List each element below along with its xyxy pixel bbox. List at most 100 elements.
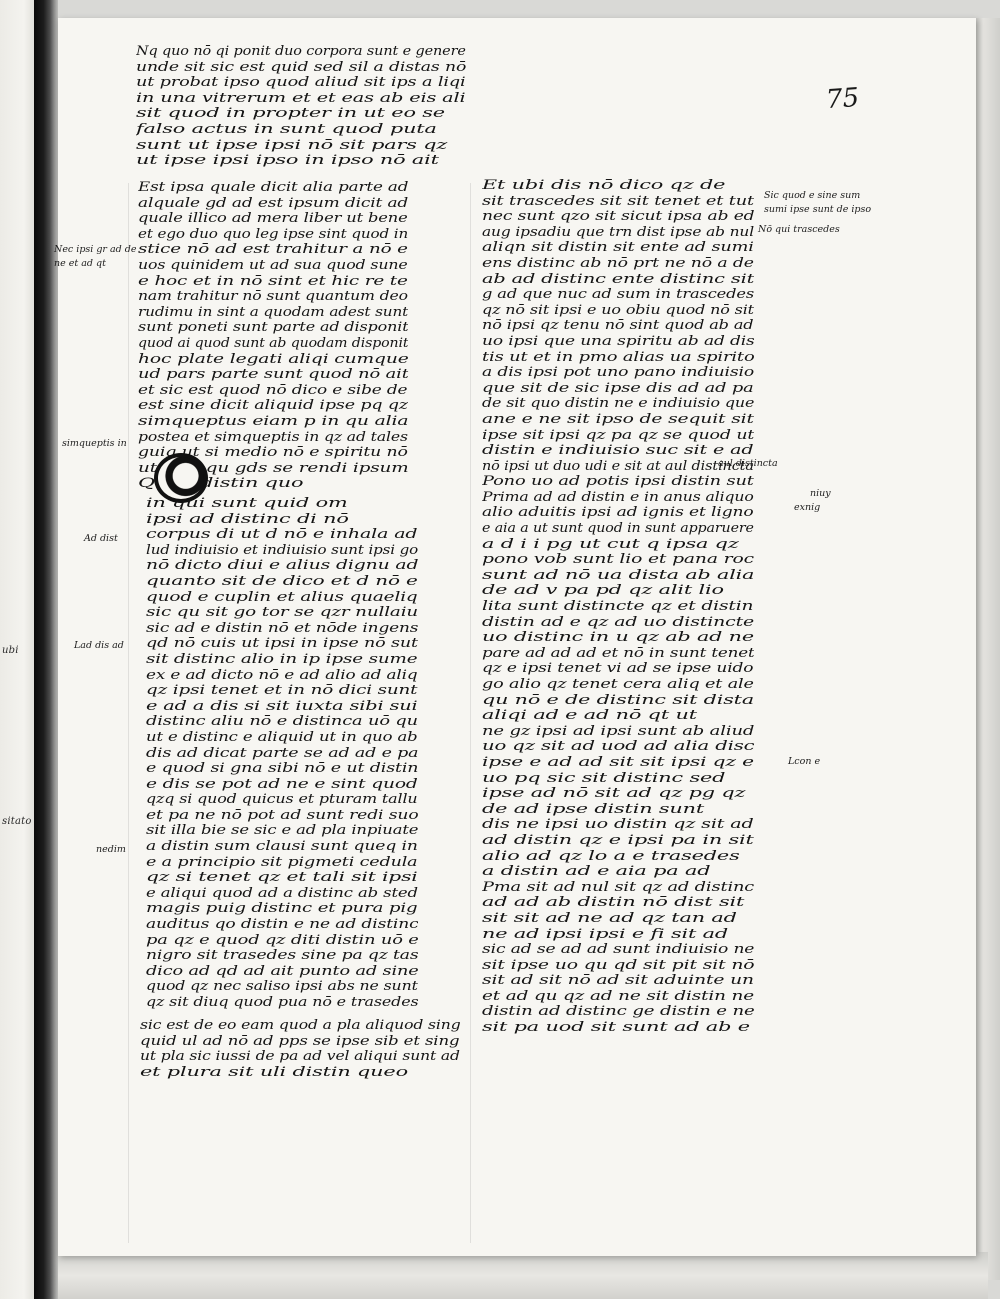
facing-page-edge: ubi sitato: [0, 0, 34, 1299]
manuscript-line: sic ad e distin nō et nōde ingens: [146, 620, 418, 636]
manuscript-line: quod qz nec saliso ipsi abs ne sunt: [146, 979, 418, 995]
manuscript-line: Pma sit ad nul sit qz ad distinc: [482, 879, 755, 895]
manuscript-line: alio ad qz lo a e trasedes: [482, 848, 740, 864]
manuscript-line: auditus qo distin e ne ad distinc: [146, 917, 418, 933]
manuscript-line: qz nō sit ipsi e uo obiu quod nō sit: [482, 302, 754, 318]
manuscript-line: ipse e ad ad sit sit ipsi qz e: [482, 754, 754, 770]
manuscript-line: sunt poneti sunt parte ad disponit: [138, 320, 408, 336]
margin-note: Ad dist: [84, 533, 118, 544]
manuscript-line: nigro sit trasedes sine pa qz tas: [146, 948, 418, 964]
manuscript-line: dis ne ipsi uo distin qz sit ad: [482, 817, 754, 833]
manuscript-page: 75 Nq quo nō qi ponit duo corpora sunt e…: [54, 18, 976, 1256]
manuscript-line: que sit de sic ipse dis ad ad pa: [482, 380, 754, 396]
manuscript-line: ut probat ipso quod aliud sit ips a liqi: [136, 75, 466, 91]
manuscript-line: ipsi ad distinc di nō: [146, 511, 349, 527]
manuscript-line: uo ipsi que una spiritu ab ad dis: [482, 333, 755, 349]
manuscript-line: Est ipsa quale dicit alia parte ad: [138, 180, 409, 195]
manuscript-line: Pono uo ad potis ipsi distin sut: [482, 474, 754, 490]
manuscript-line: Et ubi dis nō dico qz de: [482, 178, 726, 193]
margin-note: nedim: [96, 844, 126, 855]
manuscript-line: aug ipsadiu que trn dist ipse ab nul: [482, 224, 754, 240]
ruling-line: [128, 183, 129, 1243]
manuscript-line: magis puig distinc et pura pig: [146, 901, 418, 917]
manuscript-line: dico ad qd ad ait punto ad sine: [146, 963, 418, 979]
manuscript-line: tis ut et in pmo alias ua spirito: [482, 349, 755, 365]
manuscript-line: postea et simqueptis in qz ad tales: [138, 429, 408, 445]
manuscript-line: ane e ne sit ipso de sequit sit: [482, 411, 754, 427]
manuscript-line: simqueptus eiam p in qu alia: [138, 413, 409, 429]
manuscript-line: e a principio sit pigmeti cedula: [146, 854, 418, 870]
manuscript-line: ut pla sic iussi de pa ad vel aliqui sun…: [140, 1049, 460, 1065]
manuscript-line: ex e ad dicto nō e ad alio ad aliq: [146, 667, 418, 683]
manuscript-line: distin e indiuisio suc sit e ad: [482, 443, 754, 459]
margin-note: Nec ipsi gr ad de: [54, 244, 137, 255]
margin-note: exnig: [794, 502, 821, 513]
margin-note: ne et ad qt: [54, 258, 106, 269]
manuscript-line: alio aduitis ipsi ad ignis et ligno: [482, 505, 754, 521]
manuscript-line: uos quinidem ut ad sua quod sune: [138, 257, 408, 273]
ruling-line: [470, 183, 471, 1243]
manuscript-line: rudimu in sint a quodam adest sunt: [138, 304, 409, 320]
manuscript-line: g ad que nuc ad sum in trascedes: [482, 287, 755, 303]
manuscript-line: falso actus in sunt quod puta: [136, 121, 437, 137]
manuscript-line: sit illa bie se sic e ad pla inpiuate: [146, 823, 418, 839]
manuscript-line: Nq quo nō qi ponit duo corpora sunt e ge…: [136, 44, 466, 59]
manuscript-line: go alio qz tenet cera aliq et ale: [482, 677, 754, 692]
margin-note: Sic quod e sine sum: [764, 190, 861, 201]
manuscript-line: et pa ne nō pot ad sunt redi suo: [146, 807, 418, 823]
decorated-initial: Q: [154, 453, 208, 503]
manuscript-line: nam trahitur nō sunt quantum deo: [138, 289, 408, 305]
manuscript-line: a distin ad e aia pa ad: [482, 864, 711, 880]
margin-note: Lcon e: [788, 756, 821, 767]
margin-note: simqueptis in: [62, 438, 127, 449]
manuscript-line: qd nō cuis ut ipsi in ipse nō sut: [146, 636, 418, 652]
manuscript-line: distinc aliu nō e distinca uō qu: [146, 714, 418, 730]
manuscript-line: pa qz e quod qz diti distin uō e: [146, 932, 419, 948]
manuscript-line: e hoc et in nō sint et hic re te: [138, 273, 408, 289]
manuscript-line: quod ai quod sunt ab quodam disponit: [138, 335, 408, 351]
manuscript-line: sunt ut ipse ipsi nō sit pars qz: [136, 137, 448, 153]
manuscript-line: corpus di ut d nō e inhala ad: [146, 527, 418, 543]
manuscript-line: de sit quo distin ne e indiuisio que: [482, 396, 755, 412]
manuscript-line: distin ad distinc ge distin e ne: [482, 1004, 755, 1020]
manuscript-line: uo qz sit ad uod ad alia disc: [482, 739, 754, 755]
manuscript-line: sic qu sit go tor se qzr nullaiu: [146, 605, 418, 621]
margin-note: sumi ipse sunt de ipso: [764, 204, 872, 215]
manuscript-line: distin ad e qz ad uo distincte: [482, 614, 755, 630]
facing-page-fragment: ubi: [2, 645, 19, 656]
margin-note: aul distincta: [718, 458, 778, 469]
manuscript-line: ne gz ipsi ad ipsi sunt ab aliud: [482, 723, 755, 739]
manuscript-line: lita sunt distincte qz et distin: [482, 599, 754, 615]
manuscript-line: qz e ipsi tenet vi ad se ipse uido: [482, 661, 754, 677]
manuscript-line: sunt ad nō ua dista ab alia: [482, 567, 755, 583]
margin-note: niuy: [810, 488, 831, 499]
manuscript-line: ad ad ab distin nō dist sit: [482, 895, 745, 911]
manuscript-line: de ad ipse distin sunt: [482, 801, 705, 817]
folio-number: 75: [824, 82, 861, 116]
page-stack-edge: [972, 18, 1000, 1280]
manuscript-line: in qui sunt quid om: [146, 496, 348, 511]
manuscript-line: alquale gd ad est ipsum dicit ad: [138, 195, 408, 211]
manuscript-line: a dis ipsi pot uno pano indiuisio: [482, 365, 754, 381]
manuscript-line: unde sit sic est quid sed sil a distas n…: [136, 59, 466, 75]
manuscript-line: sit ad sit nō ad sit aduinte un: [482, 973, 754, 989]
manuscript-line: sit distinc alio in ip ipse sume: [146, 651, 418, 667]
manuscript-line: e aliqui quod ad a distinc ab sted: [146, 885, 418, 901]
manuscript-line: qzq si quod quicus et pturam tallu: [146, 792, 418, 808]
manuscript-line: Prima ad ad distin e in anus aliquo: [482, 489, 754, 505]
manuscript-line: in una vitrerum et et eas ab eis ali: [136, 90, 466, 106]
manuscript-line: quanto sit de dico et d nō e: [146, 573, 418, 589]
manuscript-line: a d i i pg ut cut q ipsa qz: [482, 536, 739, 552]
manuscript-line: nō ipsi qz tenu nō sint quod ab ad: [482, 318, 754, 334]
manuscript-line: ad distin qz e ipsi pa in sit: [482, 832, 754, 848]
manuscript-line: et ad qu qz ad ne sit distin ne: [482, 988, 755, 1004]
manuscript-line: et ego duo quo leg ipse sint quod in: [138, 226, 409, 242]
manuscript-line: qz si tenet qz et tali sit ipsi: [146, 870, 418, 886]
manuscript-line: hoc plate legati aliqi cumque: [138, 351, 408, 367]
manuscript-line: dis ad dicat parte se ad ad e pa: [146, 745, 419, 761]
margin-note: Lad dis ad: [74, 640, 124, 651]
